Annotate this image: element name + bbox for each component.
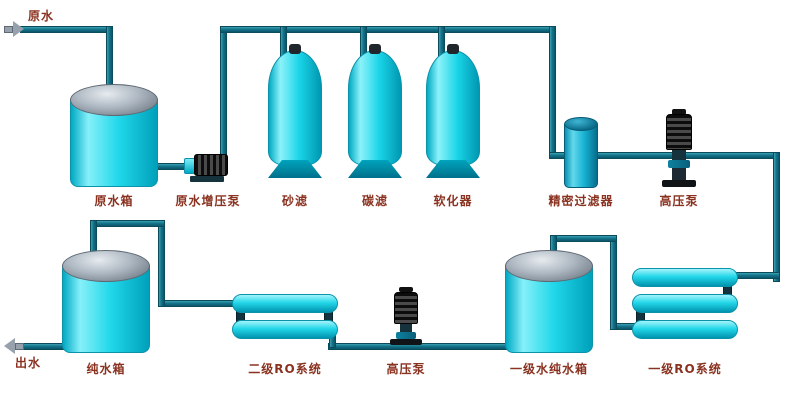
ro1-tube-2 (632, 294, 738, 313)
pipe-ro1-to-tank-top (550, 235, 617, 242)
booster-pump-base (190, 176, 224, 182)
hp-pump-bottom-flange (396, 332, 416, 339)
label-precision-filter: 精密过滤器 (548, 194, 614, 208)
pipe-top-header (220, 26, 556, 33)
hp-pump-top-flange (668, 160, 690, 168)
outlet-arrow-shaft (15, 343, 24, 350)
softener-body (426, 50, 480, 166)
hp-pump-bottom-cap (399, 287, 413, 292)
inlet-arrow-head (13, 21, 24, 37)
hp-pump-bottom-motor (394, 292, 418, 324)
sand-filter-vessel (268, 44, 322, 186)
sand-filter-body (268, 50, 322, 166)
booster-pump-motor (194, 154, 228, 176)
sand-filter-stand (268, 160, 322, 178)
carbon-filter-body (348, 50, 402, 166)
hp-pump-bottom-base (390, 339, 422, 345)
pipe-ro1-inlet (734, 272, 780, 279)
softener-stand (426, 160, 480, 178)
pipe-right-edge-drop (773, 152, 780, 282)
pipe-raw-inlet (20, 26, 112, 33)
pipe-precision-to-hp-pump (594, 152, 780, 159)
label-ro-stage1: 一级RO系统 (648, 362, 722, 376)
label-carbon-filter: 碳滤 (361, 194, 389, 208)
carbon-filter-stand (348, 160, 402, 178)
label-softener: 软化器 (433, 194, 473, 208)
softener-vessel (426, 44, 480, 186)
label-sand-filter: 砂滤 (281, 194, 309, 208)
softener-top-valve (447, 44, 459, 54)
pipe-ro2-to-tank-top (90, 220, 165, 227)
ro1-tube-1 (632, 268, 738, 287)
hp-pump-top-column (672, 168, 686, 180)
label-pure-water-tank: 纯水箱 (86, 362, 126, 376)
label-outlet: 出水 (14, 356, 42, 370)
stage1-tank-dome (505, 250, 593, 282)
pipe-ro2-outlet (158, 300, 236, 307)
carbon-filter-vessel (348, 44, 402, 186)
pipe-drop-precision-filter (549, 26, 556, 159)
hp-pump-top-base (662, 180, 696, 187)
ro1-tube-3 (632, 320, 738, 339)
outlet-arrow-head (4, 338, 15, 354)
label-raw-water-tank: 原水箱 (94, 194, 134, 208)
ro2-tube-1 (232, 294, 338, 313)
pipe-booster-riser (220, 26, 227, 166)
hp-pump-bottom-neck (400, 324, 412, 332)
inlet-arrow-shaft (4, 26, 13, 33)
outlet-flow-arrow-icon (4, 338, 24, 354)
label-ro-stage2: 二级RO系统 (248, 362, 322, 376)
pipe-ro2-to-tank-riser (158, 220, 165, 307)
label-hp-pump-top: 高压泵 (659, 194, 699, 208)
precision-filter-body (564, 124, 598, 188)
precision-filter-dome (564, 117, 598, 131)
pipe-raw-inlet-drop (106, 26, 113, 92)
ro2-tube-2 (232, 320, 338, 339)
hp-pump-top-neck (672, 150, 686, 160)
inlet-flow-arrow-icon (4, 21, 24, 37)
label-stage1-tank: 一级水纯水箱 (509, 362, 589, 376)
carbon-filter-top-valve (369, 44, 381, 54)
sand-filter-top-valve (289, 44, 301, 54)
hp-pump-top-cap (672, 109, 686, 115)
label-booster-pump: 原水增压泵 (175, 194, 241, 208)
pure-water-tank-dome (62, 250, 150, 282)
hp-pump-top-motor (666, 114, 692, 150)
label-raw-water-inlet: 原水 (27, 9, 55, 23)
label-hp-pump-bottom: 高压泵 (386, 362, 426, 376)
raw-water-tank-dome (70, 84, 158, 116)
pipe-ro1-to-tank-riser (610, 235, 617, 330)
